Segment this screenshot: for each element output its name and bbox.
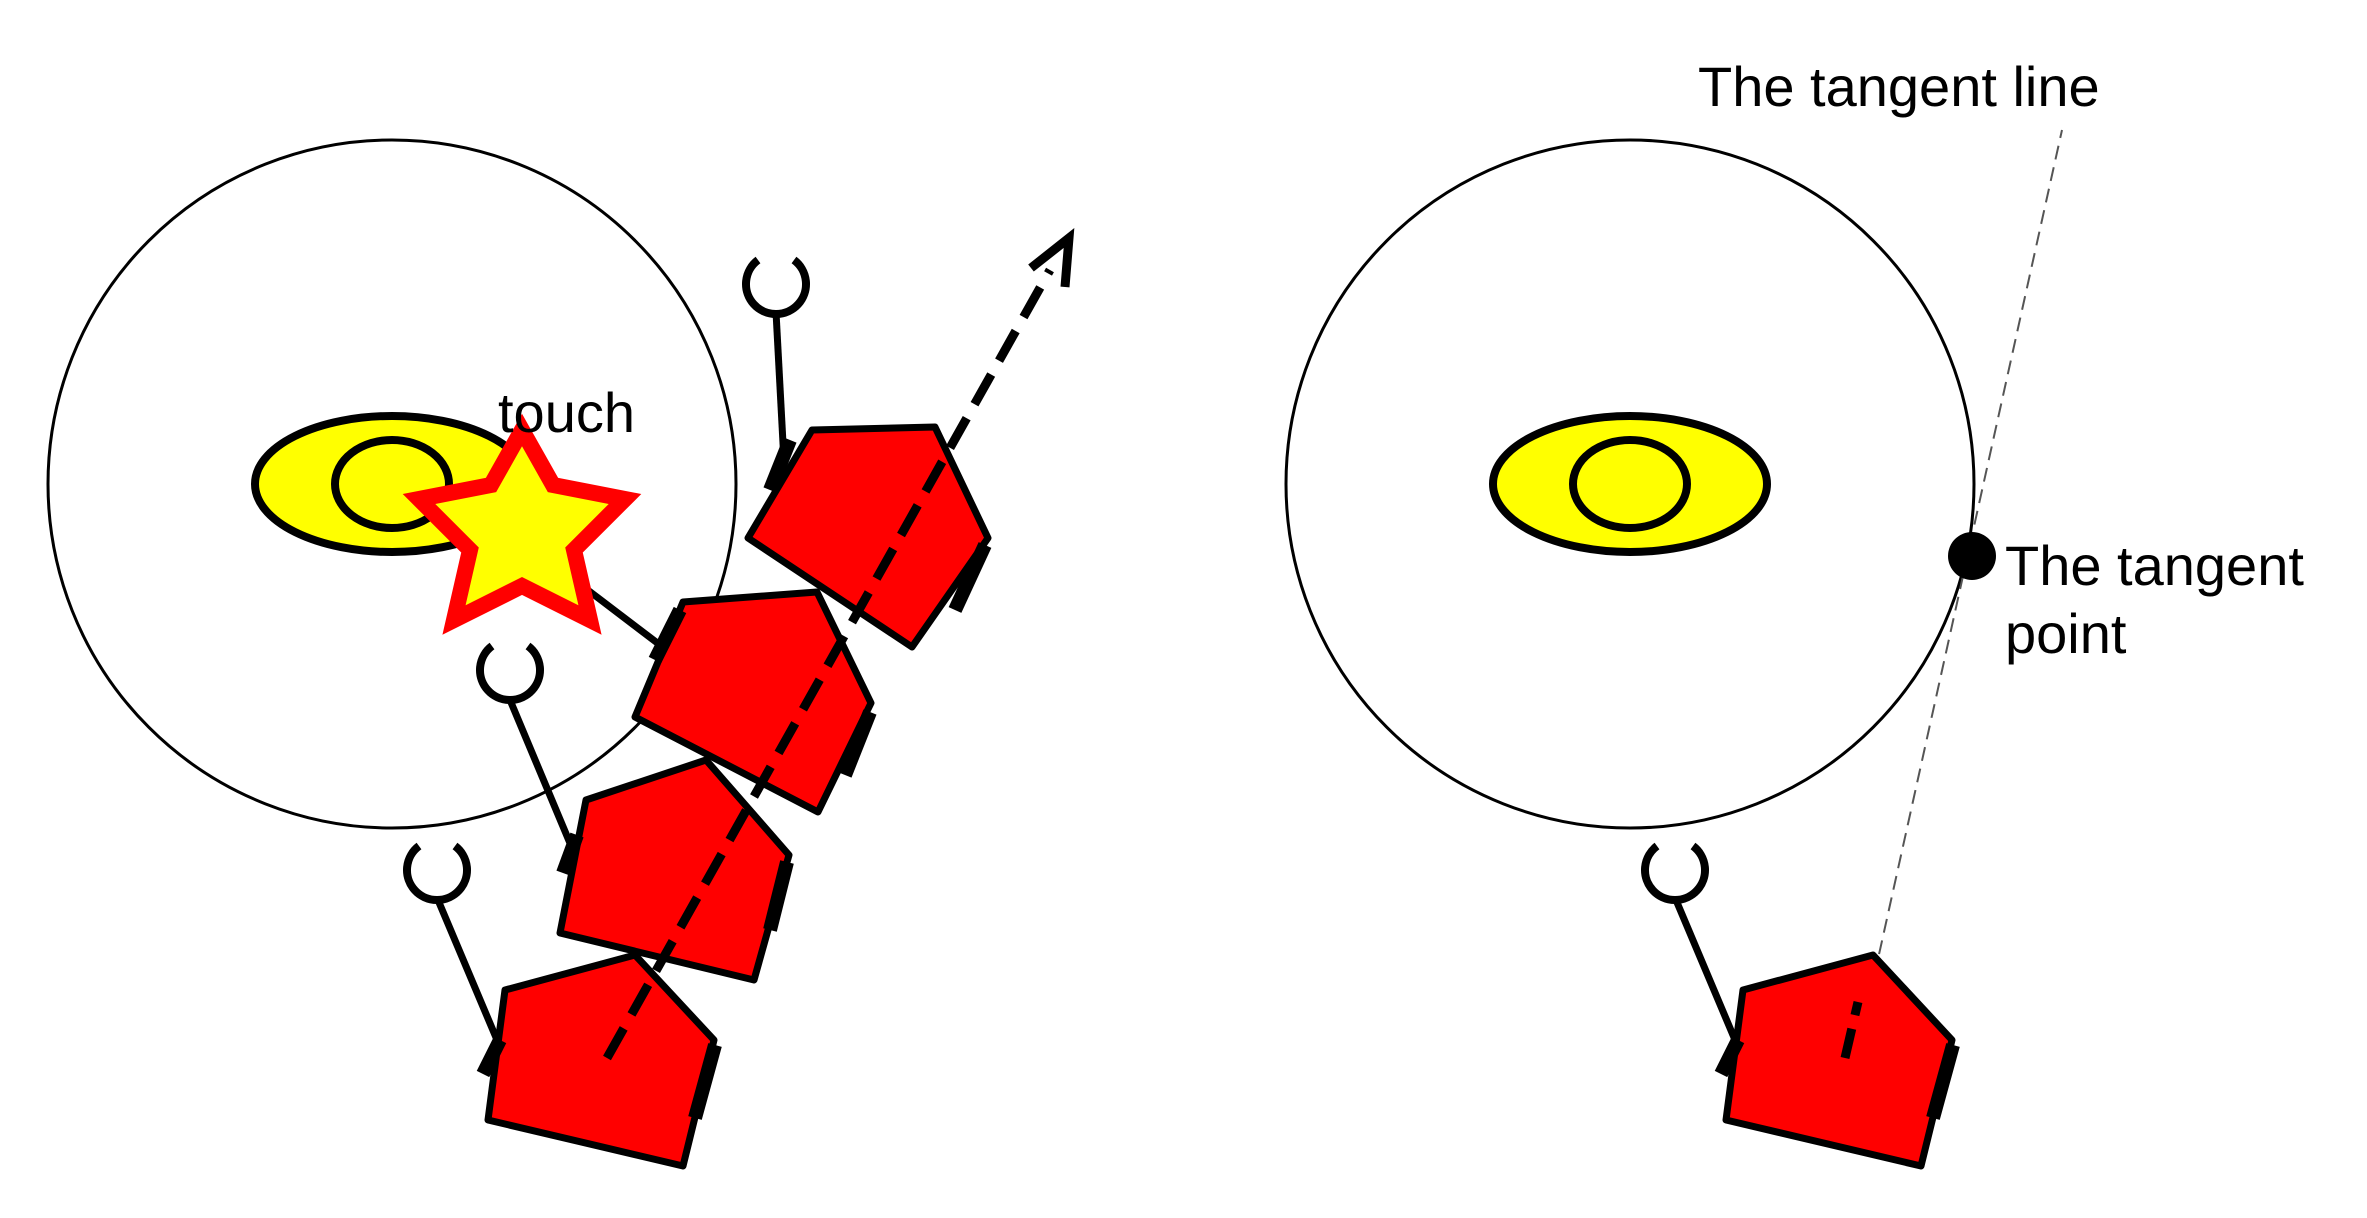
left-panel: touch bbox=[46, 138, 1075, 1170]
left-robot-pose-3 bbox=[631, 588, 877, 816]
left-gripper-1 bbox=[403, 842, 504, 1049]
right-target-inner-ellipse bbox=[1569, 436, 1691, 532]
tangent-point-marker bbox=[1948, 532, 1996, 580]
right-robot bbox=[1714, 951, 1960, 1170]
left-robot-pose-1 bbox=[476, 951, 722, 1170]
left-gripper-2 bbox=[476, 642, 576, 850]
tangent-line-label: The tangent line bbox=[1698, 55, 2100, 118]
star-icon bbox=[402, 413, 642, 635]
right-robot-heading-dash bbox=[1840, 1000, 1863, 1060]
left-robot-pose-2 bbox=[556, 756, 794, 984]
right-perception-circle bbox=[1284, 138, 1976, 830]
tangent-line bbox=[1859, 129, 2063, 1041]
touch-label: touch bbox=[498, 381, 635, 444]
left-gripper-3 bbox=[742, 256, 810, 463]
left-perception-circle bbox=[46, 138, 738, 830]
tangent-point-label-line-2: point bbox=[2005, 602, 2127, 665]
left-heading-arrowhead bbox=[1028, 228, 1075, 288]
right-gripper bbox=[1641, 842, 1742, 1049]
tangent-point-label-line-1: The tangent bbox=[2005, 534, 2304, 597]
left-heading-dashed-line bbox=[603, 267, 1054, 1061]
right-panel: The tangent line The tangent point bbox=[1284, 55, 2304, 1170]
right-target bbox=[1489, 412, 1771, 556]
